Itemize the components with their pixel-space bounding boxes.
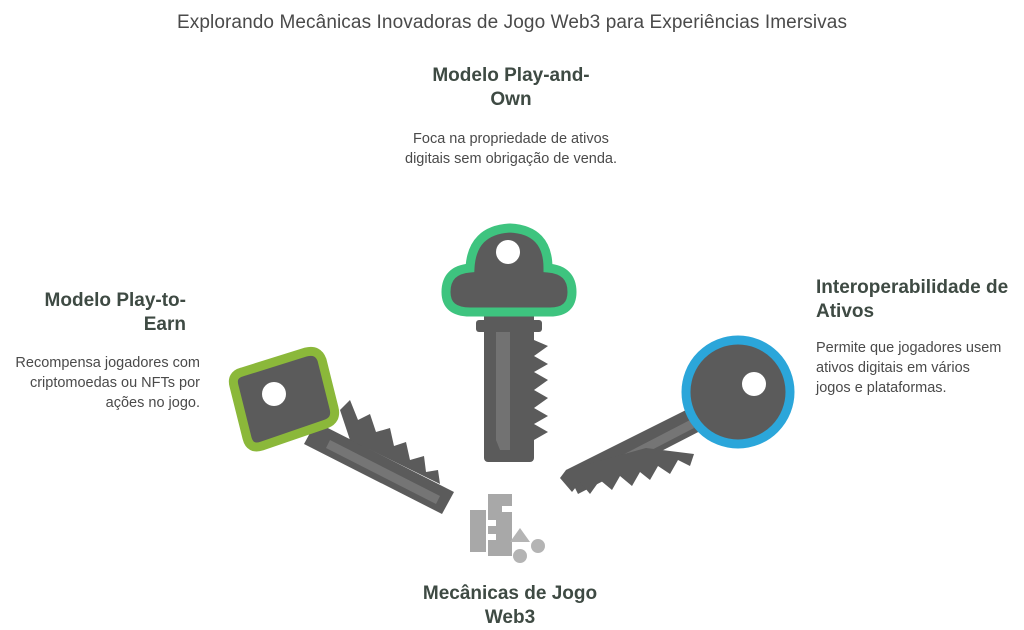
key-top-hole — [496, 240, 520, 264]
description-play-to-earn: Recompensa jogadores com criptomoedas ou… — [15, 355, 200, 411]
blocks-shapes-icon — [470, 494, 545, 563]
heading-play-to-earn-line1: Modelo Play-to- — [44, 290, 186, 311]
key-top-collar — [476, 320, 542, 332]
icon-block-notch-2 — [486, 534, 496, 540]
icon-block-tall-left — [470, 510, 486, 552]
icon-block-notch-1 — [486, 520, 496, 526]
key-top-groove — [496, 330, 510, 450]
key-top — [441, 223, 577, 462]
heading-play-and-own-line2: Own — [490, 89, 532, 110]
key-left-teeth — [340, 400, 440, 484]
heading-play-and-own-line1: Modelo Play-and- — [432, 65, 590, 86]
icon-circle-right — [531, 539, 545, 553]
heading-mecanicas-web3-line2: Web3 — [484, 607, 536, 628]
diagram-title: Explorando Mecânicas Inovadoras de Jogo … — [176, 12, 848, 33]
heading-mecanicas-web3: Mecânicas de Jogo Web3 — [380, 582, 640, 630]
key-top-teeth — [534, 340, 548, 440]
heading-mecanicas-web3-line1: Mecânicas de Jogo — [422, 583, 598, 604]
heading-play-to-earn: Modelo Play-to- Earn — [10, 289, 186, 337]
icon-circle-bottom — [513, 549, 527, 563]
icon-triangle — [510, 528, 530, 542]
heading-play-and-own: Modelo Play-and- Own — [400, 64, 622, 112]
heading-interoperabilidade: Interoperabilidade de Ativos — [816, 277, 1009, 322]
key-top-head — [441, 223, 577, 317]
icon-block-notch-3 — [502, 506, 514, 512]
key-right-hole — [742, 372, 766, 396]
key-left-shaft-group — [304, 400, 454, 514]
heading-play-to-earn-line2: Earn — [143, 314, 186, 335]
key-right-teeth — [560, 448, 694, 494]
description-interoperabilidade: Permite que jogadores usem ativos digita… — [816, 340, 1002, 396]
key-left-head — [228, 346, 340, 452]
key-left-hole — [262, 382, 286, 406]
key-left-groove — [326, 440, 440, 504]
description-play-and-own: Foca na propriedade de ativos digitais s… — [405, 131, 617, 167]
key-right-head — [681, 335, 795, 449]
key-right — [560, 335, 795, 494]
